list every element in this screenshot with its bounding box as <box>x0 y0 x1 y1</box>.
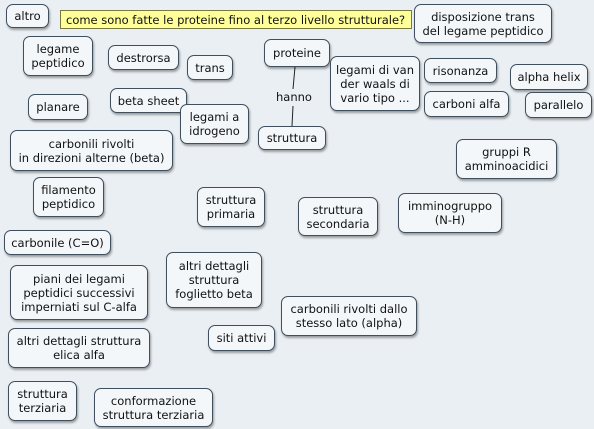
focus-question[interactable]: come sono fatte le proteine fino al terz… <box>60 10 412 29</box>
node-planare[interactable]: planare <box>28 94 88 120</box>
node-destrorsa[interactable]: destrorsa <box>108 45 179 70</box>
node-carbonili-beta[interactable]: carbonili rivolti in direzioni alterne (… <box>10 130 173 171</box>
node-struttura-secondaria[interactable]: struttura secondaria <box>298 197 378 236</box>
node-proteine[interactable]: proteine <box>264 39 330 67</box>
node-legami-idrogeno[interactable]: legami a idrogeno <box>180 104 249 144</box>
node-carbonili-alpha[interactable]: carbonili rivolti dallo stesso lato (alp… <box>281 296 417 336</box>
node-carbonile[interactable]: carbonile (C=O) <box>4 230 111 255</box>
link-hanno-struttura <box>291 105 294 127</box>
node-imminogruppo[interactable]: imminogruppo (N-H) <box>398 193 502 233</box>
node-dettagli-elica[interactable]: altri dettagli struttura elica alfa <box>8 328 150 368</box>
node-beta-sheet[interactable]: beta sheet <box>110 88 187 113</box>
node-parallelo[interactable]: parallelo <box>525 92 592 118</box>
node-van-der-waals[interactable]: legami di van der waals di vario tipo ..… <box>330 56 420 111</box>
node-carboni-alfa[interactable]: carboni alfa <box>424 91 509 117</box>
node-risonanza[interactable]: risonanza <box>424 58 497 83</box>
node-struttura[interactable]: struttura <box>258 126 326 150</box>
node-dettagli-beta[interactable]: altri dettagli struttura foglietto beta <box>166 252 262 308</box>
node-siti-attivi[interactable]: siti attivi <box>208 325 275 351</box>
link-label-hanno: hanno <box>276 90 312 104</box>
node-filamento-peptidico[interactable]: filamento peptidico <box>33 177 104 217</box>
node-struttura-primaria[interactable]: struttura primaria <box>197 187 265 227</box>
link-proteine-hanno <box>292 66 296 90</box>
node-disposizione-trans[interactable]: disposizione trans del legame peptidico <box>414 4 552 43</box>
node-piani-legami[interactable]: piani dei legami peptidici successivi im… <box>10 265 148 320</box>
node-struttura-terziaria[interactable]: struttura terziaria <box>8 381 77 421</box>
node-alpha-helix[interactable]: alpha helix <box>510 64 588 90</box>
node-conformazione[interactable]: conformazione struttura terziaria <box>94 388 213 427</box>
node-gruppi-r[interactable]: gruppi R amminoacidici <box>456 139 557 179</box>
node-trans[interactable]: trans <box>187 55 233 80</box>
node-legame-peptidico[interactable]: legame peptidico <box>23 36 93 76</box>
node-altro[interactable]: altro <box>6 4 49 28</box>
